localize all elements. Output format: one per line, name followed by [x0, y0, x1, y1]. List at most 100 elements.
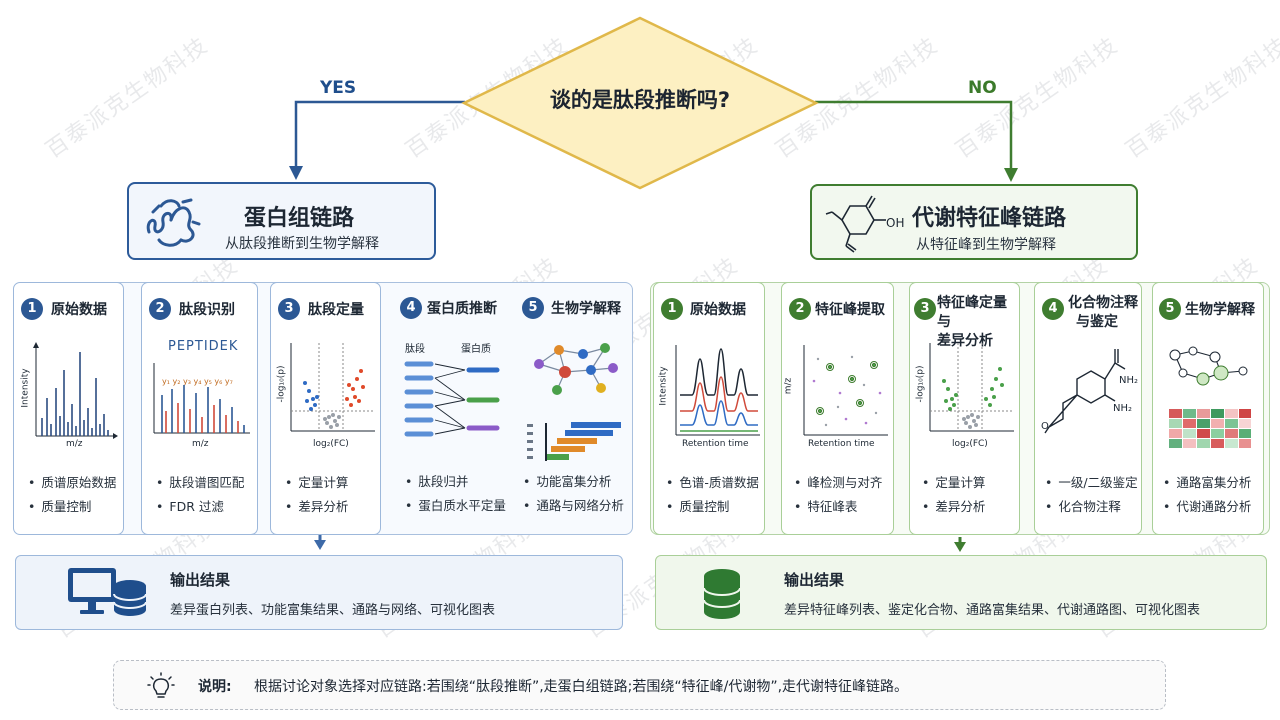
step-number: 3: [914, 298, 936, 320]
metabolomics-step-compound-annotation: 4 化合物注释 与鉴定 NH₂ NH₂ O 一级/二级鉴定 化合物注释: [1034, 282, 1142, 535]
bullet-item: 化合物注释: [1045, 495, 1138, 519]
step-title-line: 特征峰定量与: [937, 295, 1007, 330]
y-axis-label: Intensity: [658, 366, 669, 406]
metabolomics-output: 输出结果 差异特征峰列表、鉴定化合物、通路富集结果、代谢通路图、可视化图表: [655, 555, 1267, 630]
amine-label: NH₂: [1119, 375, 1139, 386]
peptide-protein-mapping: [404, 361, 500, 437]
step-number: 2: [149, 298, 171, 320]
y-axis-label: m/z: [783, 377, 794, 395]
output-title: 输出结果: [170, 571, 231, 589]
metabolomics-step-biological-interpretation: 5 生物学解释 通路富集分析 代谢通路分析: [1152, 282, 1264, 535]
chromatogram-chart: [675, 345, 760, 436]
step-title-line: 与鉴定: [1076, 314, 1118, 330]
step-number: 1: [661, 298, 683, 320]
proteomics-header: 蛋白组链路 从肽段推断到生物学解释: [127, 182, 436, 260]
yes-label: YES: [320, 78, 357, 98]
proteomics-step-biological-interpretation: 5 生物学解释 功能富集分析 通路与网络分析: [515, 282, 630, 535]
output-title: 输出结果: [784, 571, 845, 589]
x-axis-label: m/z: [192, 439, 209, 449]
output-description: 差异特征峰列表、鉴定化合物、通路富集结果、代谢通路图、可视化图表: [784, 603, 1201, 618]
metabolomics-subtitle: 从特征峰到生物学解释: [916, 237, 1056, 253]
bullet-item: 一级/二级鉴定: [1045, 471, 1137, 495]
step-bullets: 通路富集分析 代谢通路分析: [1163, 471, 1251, 519]
step-title: 化合物注释 与鉴定: [1068, 294, 1138, 332]
step-title: 肽段识别: [179, 302, 235, 318]
compound-structure-icon: [1044, 349, 1126, 434]
bullet-item: 差异分析: [922, 495, 985, 519]
step-number: 2: [789, 298, 811, 320]
peptide-column-label: 肽段: [405, 344, 425, 355]
step-number: 1: [21, 298, 43, 320]
step-title-line: 差异分析: [937, 333, 993, 349]
bullet-item: 差异分析: [285, 495, 348, 519]
bullet-item: FDR 过滤: [156, 495, 244, 519]
bullet-item: 质量控制: [28, 495, 116, 519]
molecule-icon: [825, 195, 886, 253]
bullet-item: 功能富集分析: [523, 470, 624, 494]
oxygen-label: O: [1041, 421, 1049, 432]
step-bullets: 质谱原始数据 质量控制: [28, 471, 116, 519]
bullet-item: 定量计算: [285, 471, 348, 495]
decision-question: 谈的是肽段推断吗?: [549, 88, 731, 112]
step-number: 5: [1159, 298, 1181, 320]
proteomics-title: 蛋白组链路: [244, 206, 355, 231]
protein-structure-icon: [146, 198, 201, 247]
amine-label: NH₂: [1113, 403, 1133, 414]
metabolomics-step-feature-extraction: 2 特征峰提取 m/z Retention time 峰检测与对齐 特征峰表: [781, 282, 894, 535]
step-number: 4: [1042, 298, 1064, 320]
y-axis-label: -log₁₀(p): [276, 365, 287, 403]
hydroxyl-label: OH: [886, 216, 905, 230]
bullet-item: 质量控制: [666, 495, 759, 519]
x-axis-label: Retention time: [808, 439, 875, 449]
bullet-item: 定量计算: [922, 471, 985, 495]
step-number: 4: [400, 297, 422, 319]
computer-database-icon: [68, 568, 147, 616]
step-bullets: 肽段归并 蛋白质水平定量: [405, 470, 506, 518]
note-text: 根据讨论对象选择对应链路:若围绕“肽段推断”,走蛋白组链路;若围绕“特征峰/代谢…: [254, 679, 909, 695]
output-description: 差异蛋白列表、功能富集结果、通路与网络、可视化图表: [170, 603, 496, 618]
step-title: 蛋白质推断: [427, 301, 497, 317]
volcano-plot: [929, 343, 1014, 432]
step-bullets: 一级/二级鉴定 化合物注释: [1045, 471, 1138, 519]
step-number: 5: [522, 297, 544, 319]
step-title: 生物学解释: [551, 301, 621, 317]
proteomics-step-peptide-identification: 2 肽段识别 PEPTIDEK y₁ y₂ y₃ y₄ y₅ y₆ y₇ m/z…: [141, 282, 258, 535]
proteomics-step-protein-inference: 4 蛋白质推断 肽段 蛋白质 肽段归并 蛋白质水平定量: [393, 282, 513, 535]
metabolomics-header: OH 代谢特征峰链路 从特征峰到生物学解释: [810, 184, 1138, 260]
bullet-item: 峰检测与对齐: [794, 471, 882, 495]
peptide-sequence: PEPTIDEK: [168, 339, 239, 354]
metabolomics-step-raw-data: 1 原始数据 Intensity Retention time 色谱-质谱数据 …: [653, 282, 765, 535]
decision-diamond: [461, 16, 819, 190]
database-icon: [703, 569, 741, 619]
proteomics-subtitle: 从肽段推断到生物学解释: [225, 236, 379, 252]
step-title-line: 化合物注释: [1068, 295, 1138, 311]
step-title: 生物学解释: [1185, 302, 1255, 318]
protein-column-label: 蛋白质: [461, 344, 491, 355]
bullet-item: 特征峰表: [794, 495, 882, 519]
x-axis-label: log₂(FC): [313, 439, 349, 449]
metabolomics-title: 代谢特征峰链路: [912, 206, 1067, 231]
proteomics-step-peptide-quantification: 3 肽段定量 -log₁₀(p) log₂(FC) 定量计算 差异分析: [270, 282, 381, 535]
step-number: 3: [278, 298, 300, 320]
bullet-item: 肽段归并: [405, 470, 506, 494]
step-bullets: 峰检测与对齐 特征峰表: [794, 471, 882, 519]
step-bullets: 色谱-质谱数据 质量控制: [666, 471, 759, 519]
step-bullets: 功能富集分析 通路与网络分析: [523, 470, 624, 518]
proteomics-step-raw-data: 1 原始数据 Intensity m/z 质谱原始数据 质量控制: [13, 282, 124, 535]
step-title: 肽段定量: [308, 302, 364, 318]
step-bullets: 定量计算 差异分析: [922, 471, 985, 519]
proteomics-output: 输出结果 差异蛋白列表、功能富集结果、通路与网络、可视化图表: [15, 555, 623, 630]
bullet-item: 通路富集分析: [1163, 471, 1251, 495]
ion-labels: y₁ y₂ y₃ y₄ y₅ y₆ y₇: [162, 377, 233, 386]
note-label: 说明:: [198, 679, 232, 695]
enrichment-bar-chart: [527, 422, 621, 461]
explanation-note: 说明: 根据讨论对象选择对应链路:若围绕“肽段推断”,走蛋白组链路;若围绕“特征…: [113, 660, 1166, 710]
mass-spectrum-chart: [33, 342, 118, 439]
x-axis-label: m/z: [66, 439, 83, 449]
volcano-plot: [290, 343, 375, 432]
no-label: NO: [968, 78, 997, 98]
y-axis-label: Intensity: [20, 368, 31, 408]
heatmap-icon: [1169, 409, 1251, 448]
step-title: 原始数据: [51, 302, 107, 318]
x-axis-label: log₂(FC): [952, 439, 988, 449]
